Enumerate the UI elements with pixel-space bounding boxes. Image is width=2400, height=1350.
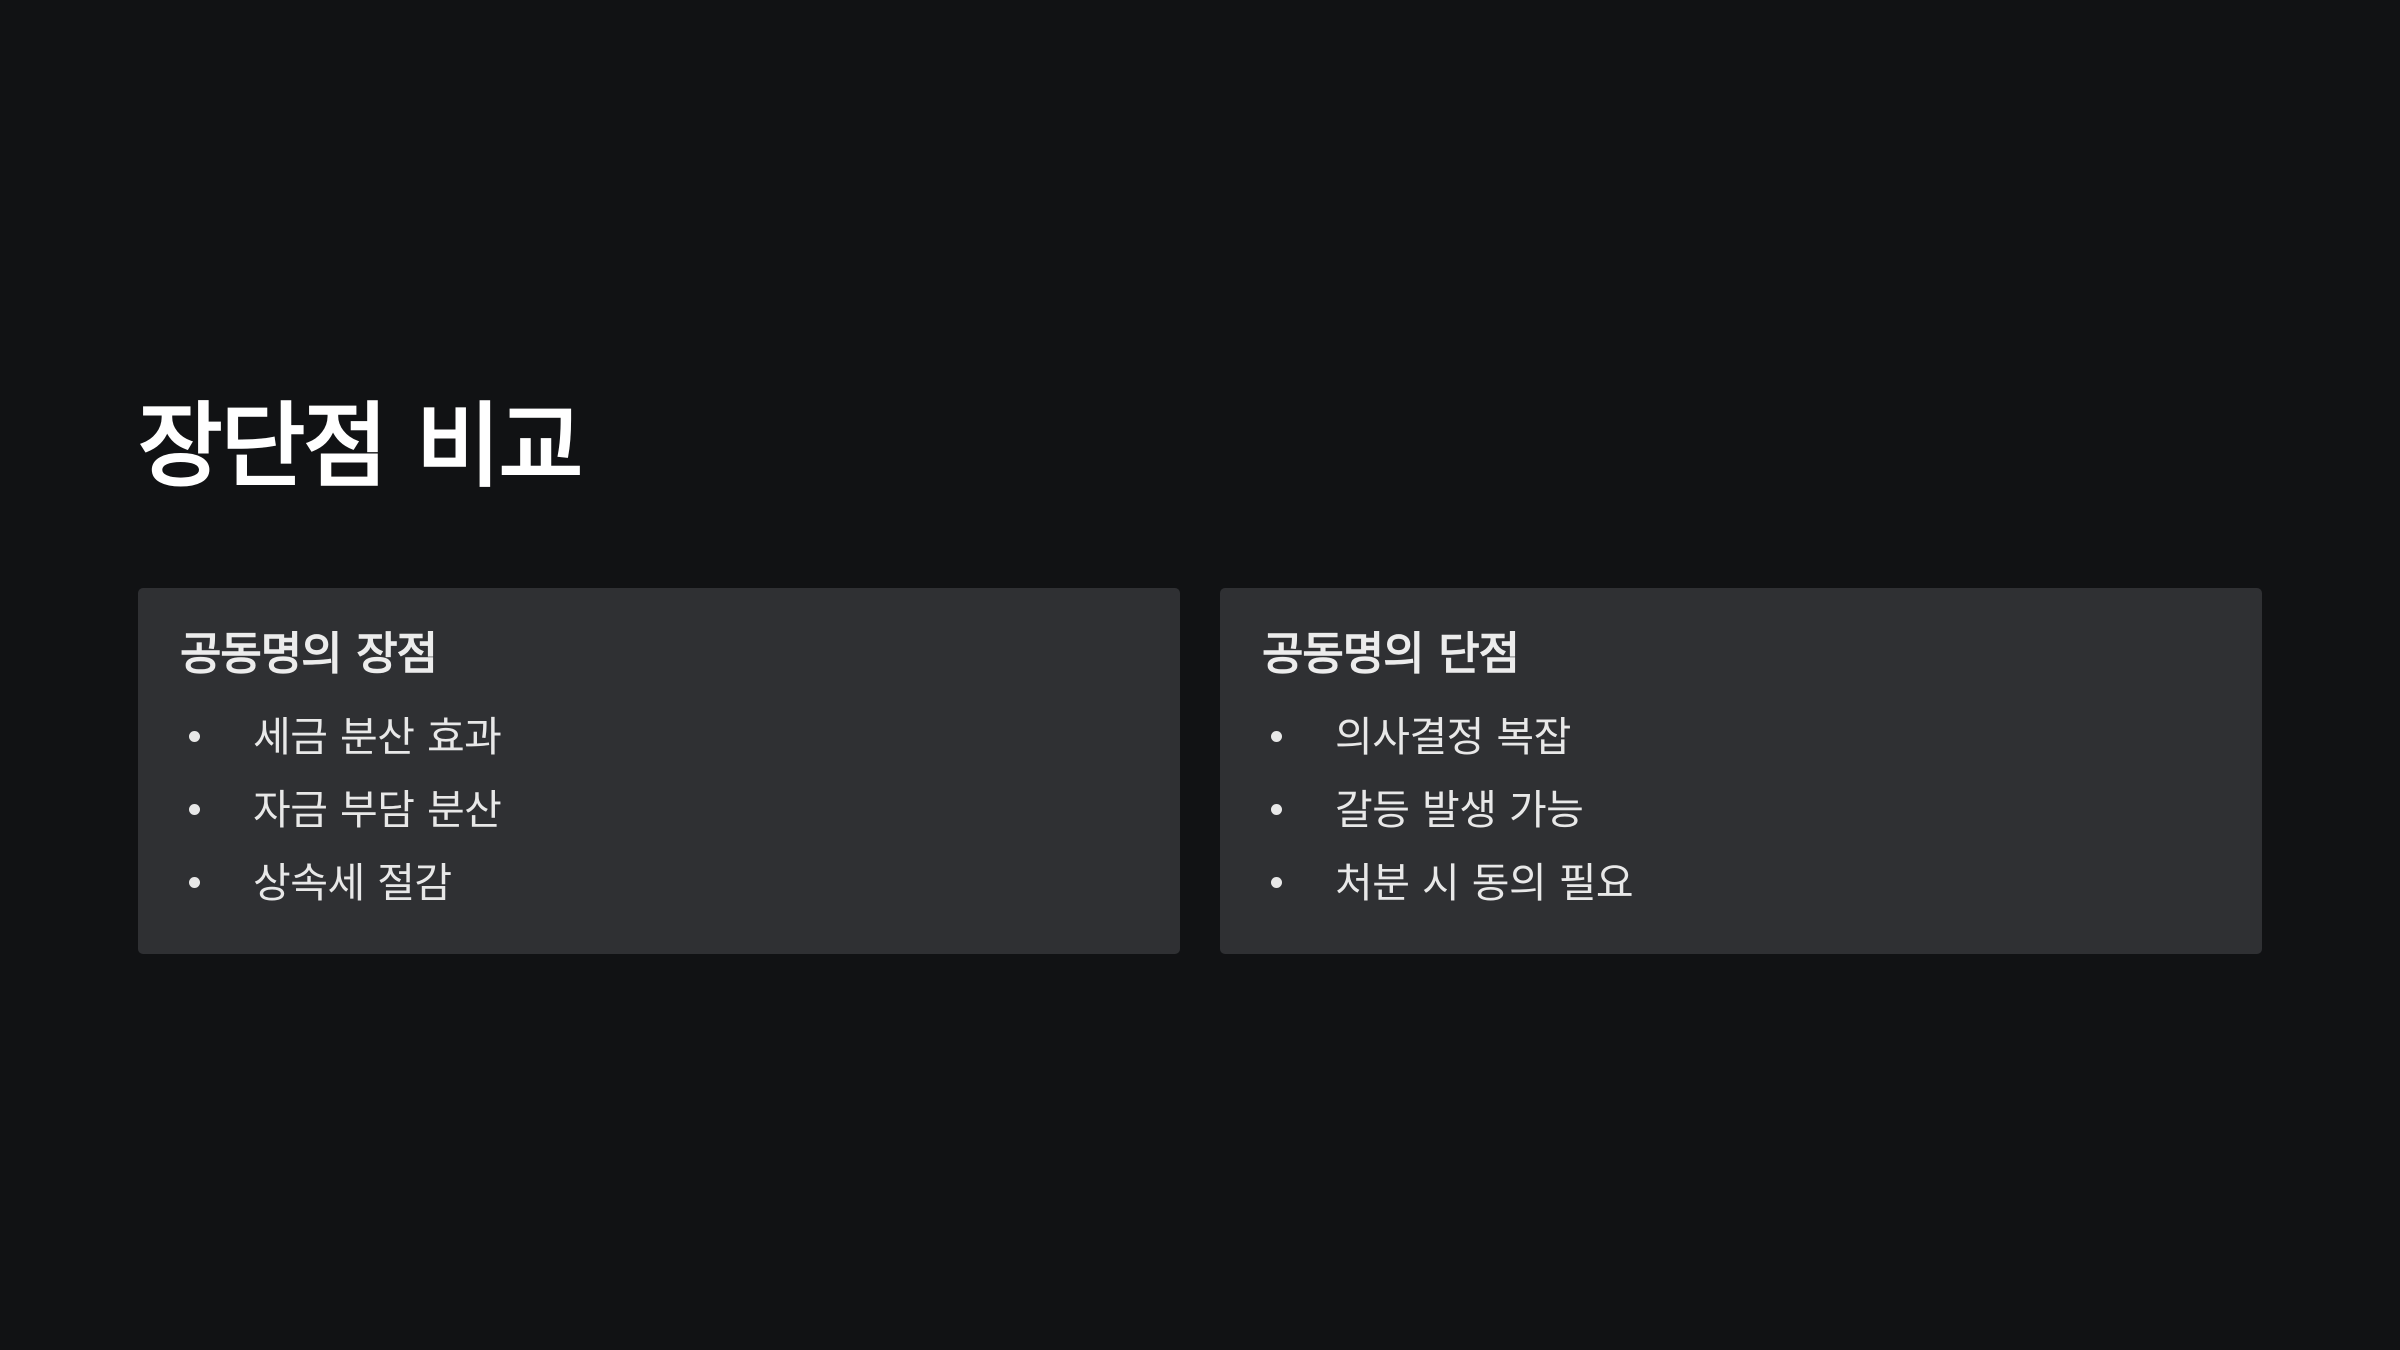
disadvantage-text: 갈등 발생 가능: [1335, 785, 1584, 834]
bullet-dot-icon: [1271, 804, 1282, 815]
advantage-item: 자금 부담 분산: [180, 773, 502, 846]
bullet-dot-icon: [1271, 731, 1282, 742]
bullet-dot-icon: [1271, 877, 1282, 888]
disadvantage-item: 갈등 발생 가능: [1262, 773, 1633, 846]
bullet-dot-icon: [189, 731, 200, 742]
slide-title: 장단점 비교: [138, 393, 583, 500]
advantage-text: 자금 부담 분산: [253, 785, 502, 834]
advantage-item: 세금 분산 효과: [180, 700, 502, 773]
disadvantages-list: 의사결정 복잡 갈등 발생 가능 처분 시 동의 필요: [1262, 700, 1634, 919]
disadvantages-heading: 공동명의 단점: [1262, 627, 1520, 680]
advantages-list: 세금 분산 효과 자금 부담 분산 상속세 절감: [180, 700, 502, 919]
bullet-dot-icon: [189, 804, 200, 815]
advantages-heading: 공동명의 장점: [180, 627, 438, 680]
bullet-dot-icon: [189, 877, 200, 888]
disadvantage-item: 처분 시 동의 필요: [1262, 846, 1634, 919]
disadvantage-item: 의사결정 복잡: [1262, 700, 1633, 773]
advantage-text: 상속세 절감: [253, 858, 452, 907]
advantage-item: 상속세 절감: [180, 846, 501, 919]
disadvantage-text: 의사결정 복잡: [1335, 712, 1571, 761]
advantages-card: 공동명의 장점 세금 분산 효과 자금 부담 분산 상속세 절감: [138, 588, 1180, 954]
advantage-text: 세금 분산 효과: [253, 712, 502, 761]
disadvantages-card: 공동명의 단점 의사결정 복잡 갈등 발생 가능 처분 시 동의 필요: [1220, 588, 2262, 954]
disadvantage-text: 처분 시 동의 필요: [1335, 858, 1634, 907]
